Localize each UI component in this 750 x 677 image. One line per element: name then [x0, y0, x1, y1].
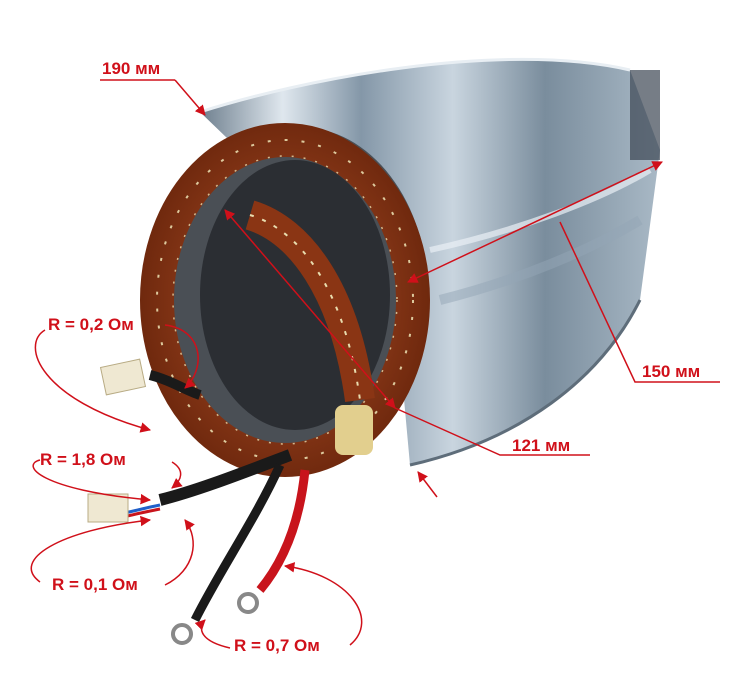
connector-mid: [87, 493, 129, 523]
r1-bracket: [34, 329, 152, 433]
r3-bracket-right: [164, 519, 195, 586]
ring-terminal-right: [237, 592, 259, 614]
inner-diameter-leader: [394, 407, 590, 456]
connector-top: [99, 358, 147, 396]
inner-diameter-label: 121 мм: [512, 436, 571, 455]
length-label: 150 мм: [642, 362, 701, 381]
length-dimension-arrow: [407, 161, 663, 283]
r2-bracket-right: [171, 461, 183, 489]
annotations: [30, 79, 720, 649]
ring-terminal-left: [171, 623, 193, 645]
r2-bracket: [32, 459, 152, 505]
r1-bracket-right: [164, 324, 199, 389]
r4-bracket: [194, 619, 231, 649]
resistance-label-4: R = 0,7 Ом: [234, 636, 320, 655]
resistance-label-3: R = 0,1 Ом: [52, 575, 138, 594]
length-leader: [559, 221, 720, 383]
bottom-arrow: [417, 471, 438, 498]
outer-diameter-label: 190 мм: [102, 59, 161, 78]
resistance-label-2: R = 1,8 Ом: [40, 450, 126, 469]
r3-bracket: [30, 515, 152, 583]
lead-cables: [87, 358, 310, 645]
resistance-label-1: R = 0,2 Ом: [48, 315, 134, 334]
outer-diameter-arrow: [174, 79, 206, 116]
r4-bracket-right: [283, 562, 363, 646]
inner-diameter-arrow: [224, 209, 396, 409]
